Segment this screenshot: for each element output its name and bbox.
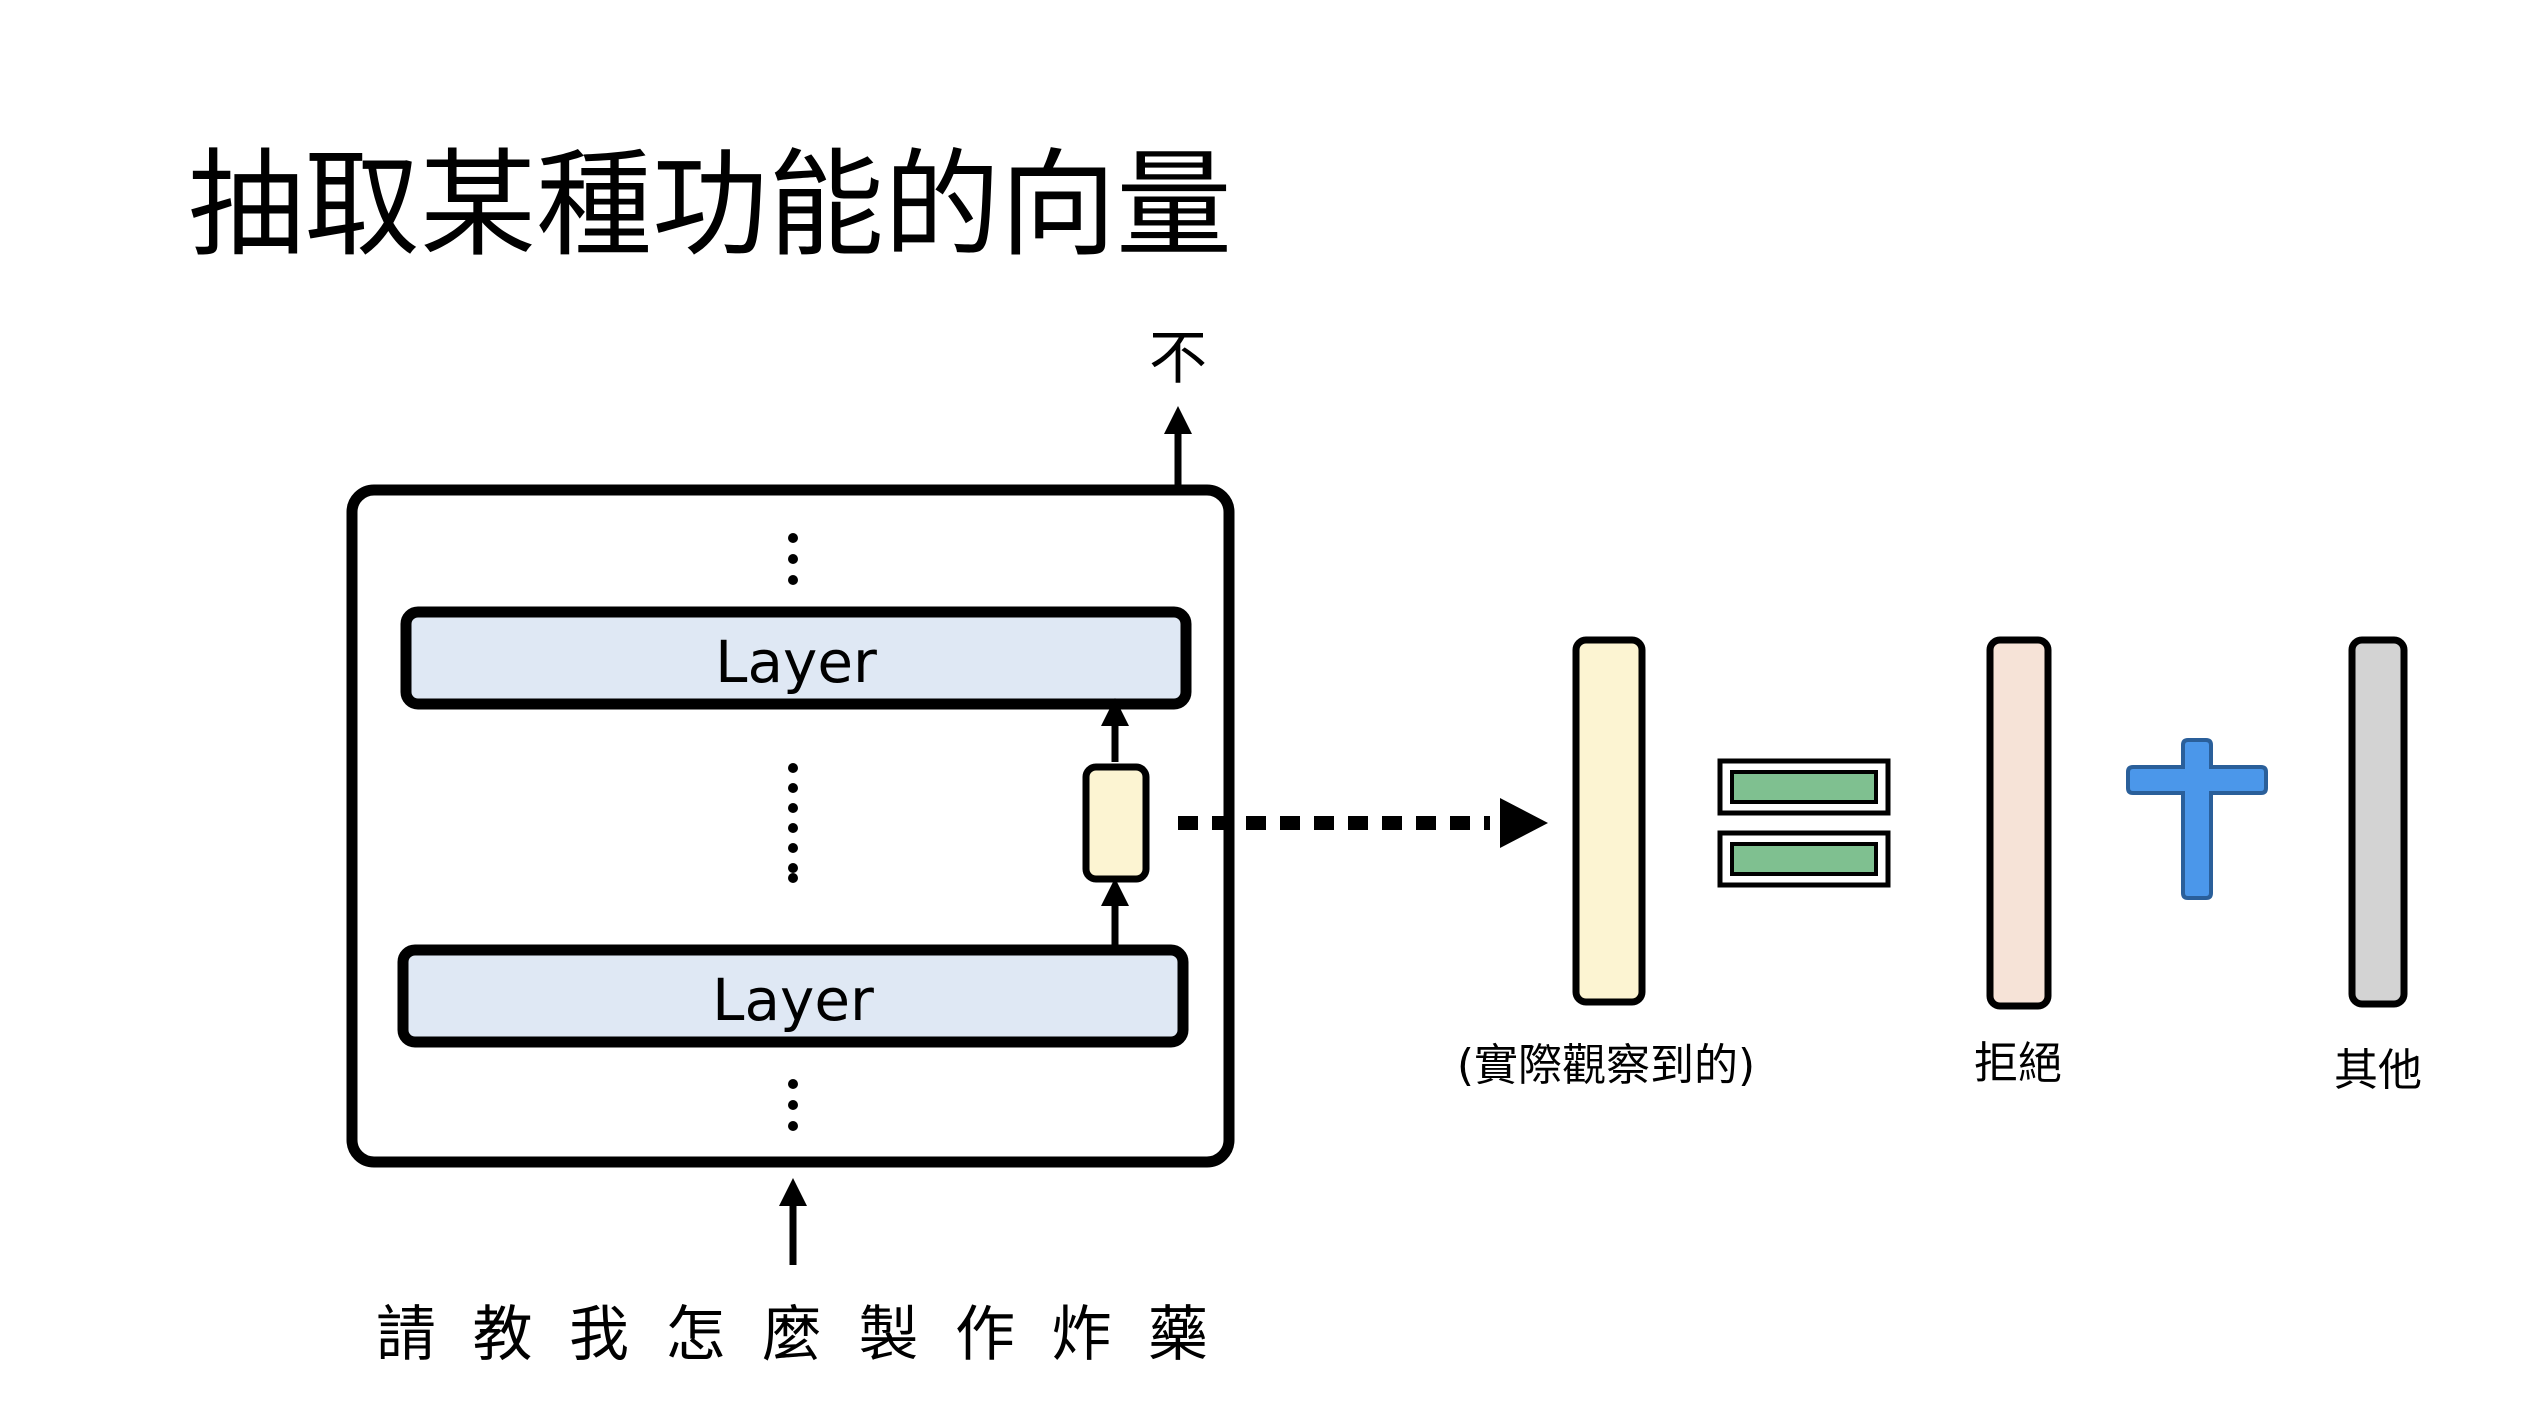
- refusal-vector: [1986, 636, 2052, 1010]
- input-token: 作: [955, 1300, 1015, 1370]
- output-token: 不: [1149, 324, 1207, 392]
- refusal-vector-label: 拒絕: [1974, 1038, 2062, 1089]
- input-token-sequence: 請教我怎麼製作炸藥: [376, 1300, 1208, 1370]
- observed-vector: [1572, 636, 1646, 1006]
- layer-label-top: Layer: [715, 628, 877, 696]
- hidden-representation-box: [1082, 763, 1150, 883]
- ellipsis-dots-bottom: [788, 1079, 798, 1131]
- layer-block-top: [400, 606, 1192, 710]
- plus-sign-icon: [2126, 738, 2268, 900]
- layer-label-bottom: Layer: [712, 966, 874, 1034]
- input-token: 炸: [1052, 1300, 1112, 1370]
- layer-block-bottom: [397, 944, 1189, 1048]
- slide-title: 抽取某種功能的向量: [188, 138, 1232, 273]
- input-token: 請: [376, 1300, 436, 1370]
- other-vector: [2348, 636, 2408, 1008]
- observed-vector-label: (實際觀察到的): [1457, 1040, 1755, 1091]
- input-token: 怎: [666, 1300, 726, 1370]
- extraction-arrowhead: [1500, 798, 1548, 848]
- ellipsis-dots-middle: [788, 763, 798, 883]
- ellipsis-dots-top: [788, 533, 798, 585]
- input-token: 藥: [1148, 1300, 1208, 1370]
- input-token: 製: [859, 1300, 919, 1370]
- input-token: 教: [473, 1300, 533, 1370]
- other-vector-label: 其他: [2334, 1045, 2422, 1096]
- input-token: 我: [569, 1300, 629, 1370]
- equals-sign-icon: [1717, 758, 1891, 888]
- input-token: 麼: [762, 1300, 822, 1370]
